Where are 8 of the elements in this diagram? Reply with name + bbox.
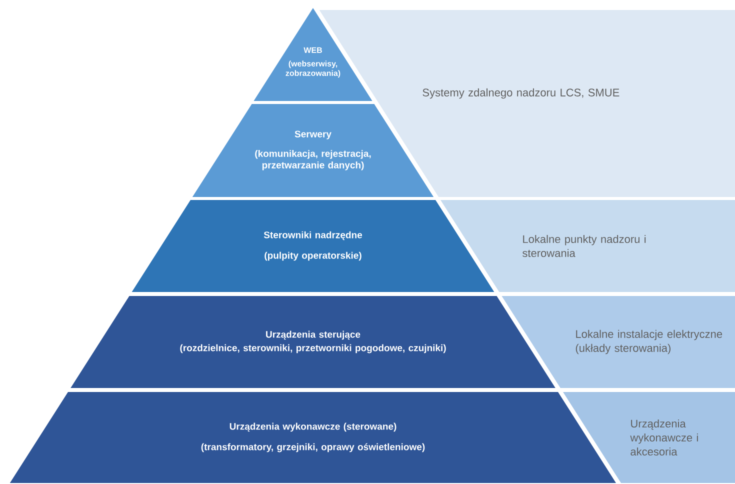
info-panel: Lokalne instalacje elektryczne (układy sterowania) bbox=[502, 296, 735, 388]
pyramid-level: Sterowniki nadrzędne (pulpity operatorskie) bbox=[132, 200, 494, 292]
pyramid-level: WEB (webserwisy, zobrazowania) bbox=[254, 8, 372, 101]
pyramid-level: Serwery (komunikacja, rejestracja, przetwarzanie danych) bbox=[192, 104, 434, 197]
info-panel: Lokalne punkty nadzoru i sterowania bbox=[440, 200, 735, 292]
pyramid-level: Urządzenia wykonawcze (sterowane) (transformatory, grzejniki, oprawy oświetleniowe) bbox=[10, 392, 616, 483]
pyramid-level: Urządzenia sterujące (rozdzielnice, sterowniki, przetworniki pogodowe, czujniki) bbox=[70, 296, 556, 388]
info-panel: Urządzenia wykonawcze i akcesoria bbox=[563, 392, 735, 483]
